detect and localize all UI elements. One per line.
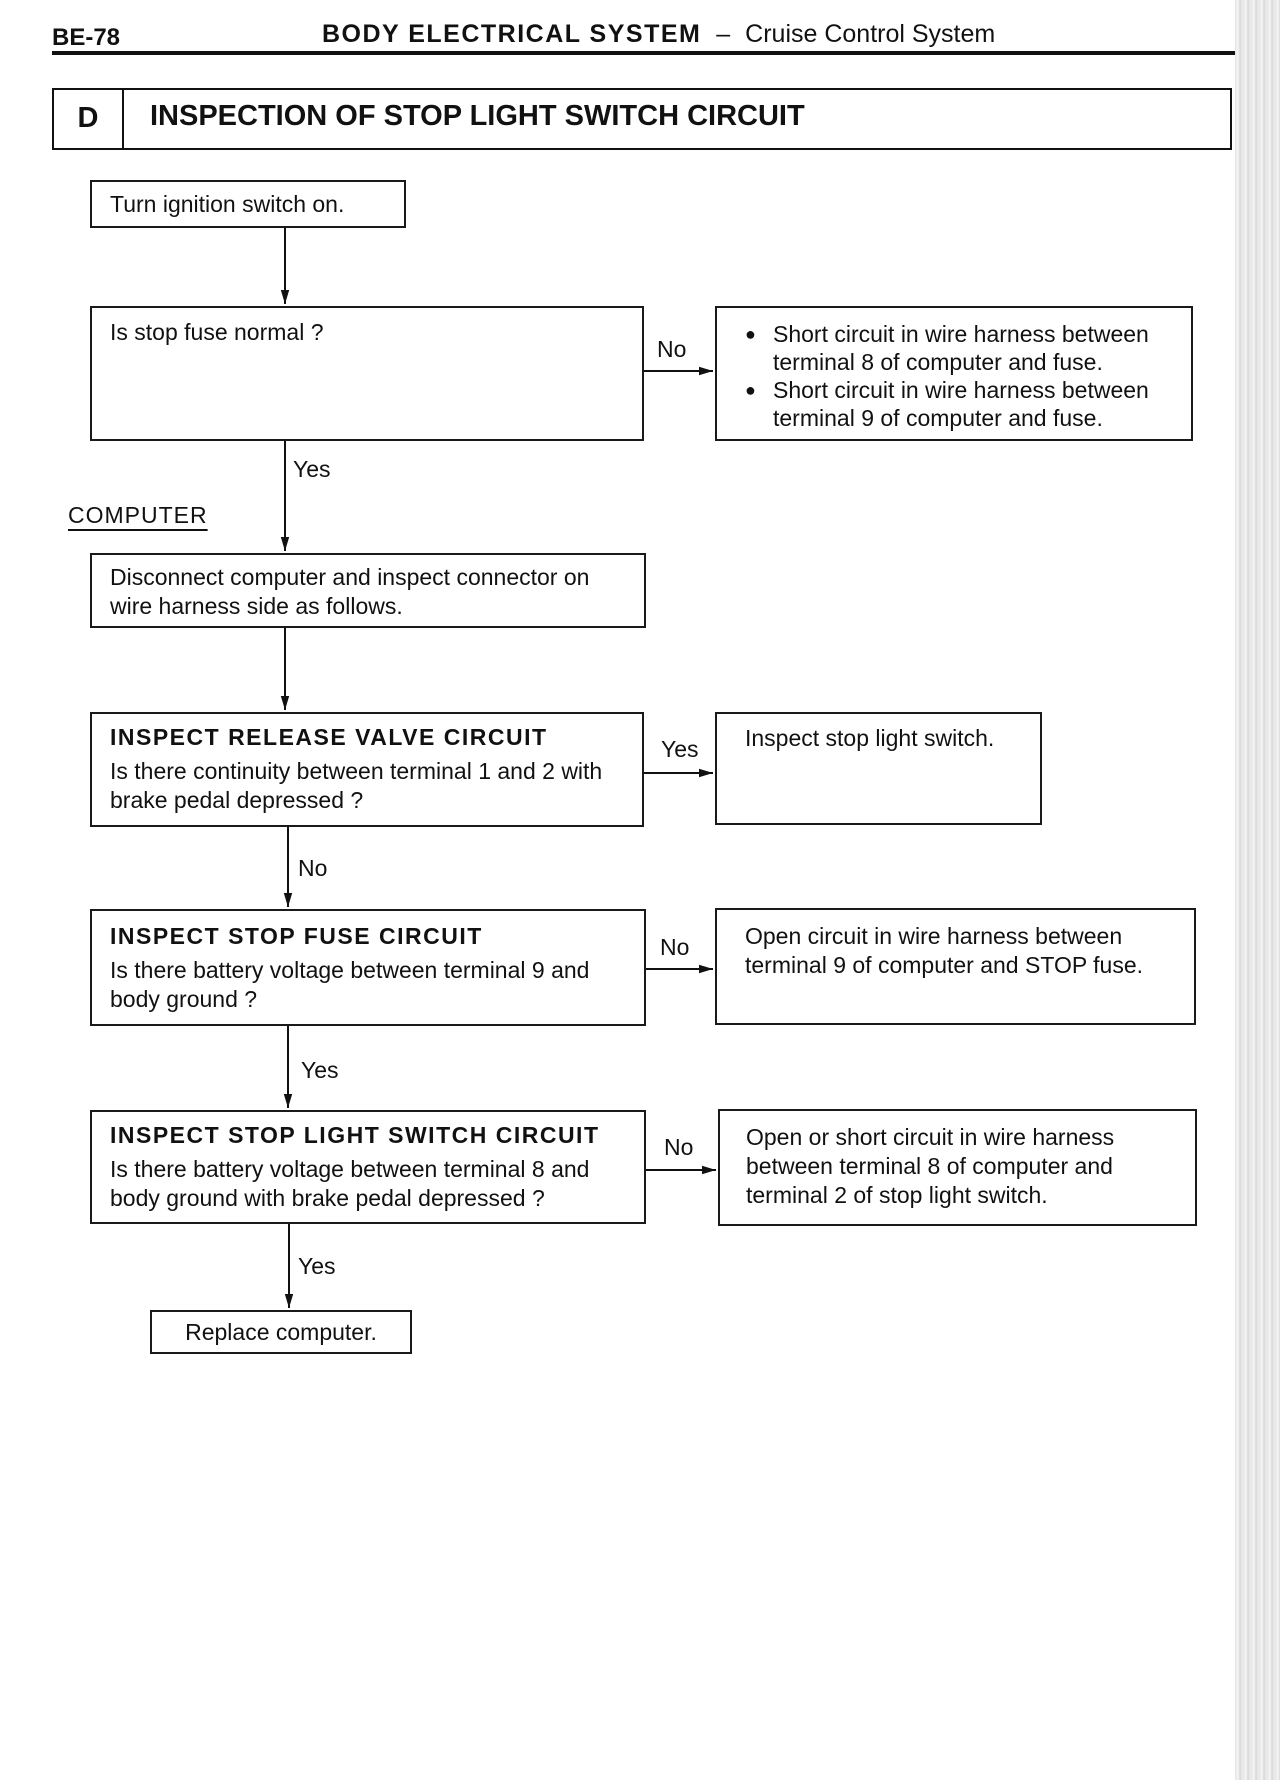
stop-fuse-no-item: Short circuit in wire harness between te… <box>745 376 1193 432</box>
question-stop-fuse-text: Is stop fuse normal ? <box>110 319 324 345</box>
subsection-title: Cruise Control System <box>745 20 996 48</box>
header-rule <box>52 51 1235 55</box>
stop-light-no-result-box: Open or short circuit in wire harness be… <box>718 1109 1197 1226</box>
title-bar: D INSPECTION OF STOP LIGHT SWITCH CIRCUI… <box>52 88 1232 150</box>
release-yes-result-text: Inspect stop light switch. <box>745 725 995 751</box>
running-header: BODY ELECTRICAL SYSTEM – Cruise Control … <box>322 20 995 49</box>
final-step-text: Replace computer. <box>185 1319 377 1345</box>
stop-fuse-circuit-box: INSPECT STOP FUSE CIRCUIT Is there batte… <box>90 909 646 1026</box>
release-valve-content: INSPECT RELEASE VALVE CIRCUIT Is there c… <box>110 724 630 815</box>
stop-fuse-no-result-box-2: Open circuit in wire harness between ter… <box>715 908 1196 1025</box>
step-disconnect-box: Disconnect computer and inspect connecto… <box>90 553 646 628</box>
label-no: No <box>298 855 328 881</box>
stop-light-switch-circuit-content: INSPECT STOP LIGHT SWITCH CIRCUIT Is the… <box>110 1122 635 1213</box>
computer-label: COMPUTER <box>68 502 208 528</box>
question-stop-fuse-box: Is stop fuse normal ? <box>90 306 644 441</box>
release-valve-heading: INSPECT RELEASE VALVE CIRCUIT <box>110 724 548 750</box>
label-no: No <box>657 336 687 362</box>
step-ignition-text: Turn ignition switch on. <box>110 191 345 217</box>
step-disconnect-text: Disconnect computer and inspect connecto… <box>110 564 590 619</box>
release-valve-question: Is there continuity between terminal 1 a… <box>110 758 603 813</box>
page-number: BE-78 <box>52 24 121 51</box>
label-yes: Yes <box>661 736 699 762</box>
stop-light-no-result-text: Open or short circuit in wire harness be… <box>746 1124 1115 1208</box>
release-valve-box: INSPECT RELEASE VALVE CIRCUIT Is there c… <box>90 712 644 827</box>
page-title: INSPECTION OF STOP LIGHT SWITCH CIRCUIT <box>150 100 805 132</box>
label-no: No <box>664 1134 694 1160</box>
stop-light-switch-circuit-heading: INSPECT STOP LIGHT SWITCH CIRCUIT <box>110 1122 600 1148</box>
title-letter: D <box>77 102 99 134</box>
stop-fuse-circuit-content: INSPECT STOP FUSE CIRCUIT Is there batte… <box>110 923 635 1014</box>
stop-fuse-circuit-question: Is there battery voltage between termina… <box>110 957 590 1012</box>
label-yes: Yes <box>293 456 331 482</box>
label-yes: Yes <box>301 1057 339 1083</box>
section-title: BODY ELECTRICAL SYSTEM <box>322 20 702 48</box>
title-letter-cell <box>54 90 124 148</box>
stop-fuse-circuit-heading: INSPECT STOP FUSE CIRCUIT <box>110 923 483 949</box>
stop-fuse-no-result-text: Open circuit in wire harness between ter… <box>745 923 1144 978</box>
header-dash: – <box>716 20 731 48</box>
stop-fuse-no-item: Short circuit in wire harness between te… <box>745 320 1193 376</box>
label-no: No <box>660 934 690 960</box>
stop-light-switch-circuit-question: Is there battery voltage between termina… <box>110 1156 590 1211</box>
release-yes-result-box: Inspect stop light switch. <box>715 712 1042 825</box>
stop-fuse-no-result-box: Short circuit in wire harness between te… <box>715 306 1193 441</box>
stop-fuse-no-list: Short circuit in wire harness between te… <box>745 320 1193 432</box>
final-step-box: Replace computer. <box>150 1310 412 1354</box>
label-yes: Yes <box>298 1253 336 1279</box>
step-ignition-box: Turn ignition switch on. <box>90 180 406 228</box>
stop-light-switch-circuit-box: INSPECT STOP LIGHT SWITCH CIRCUIT Is the… <box>90 1110 646 1224</box>
page-binding-edge <box>1235 0 1280 1780</box>
